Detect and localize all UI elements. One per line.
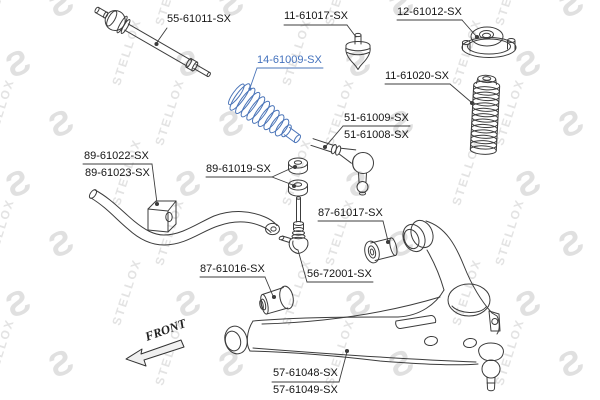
strut-mount-drawing bbox=[461, 26, 517, 58]
label-arm-front-bushing: 87-61016-SX bbox=[200, 263, 265, 275]
front-direction-arrow: FRONT bbox=[125, 316, 189, 367]
label-link-bushings: 89-61019-SX bbox=[206, 163, 271, 175]
control-arm-drawing bbox=[224, 219, 504, 392]
stabilizer-bushing-drawing bbox=[147, 200, 177, 233]
label-control-arm-b: 57-61049-SX bbox=[273, 384, 338, 396]
front-arrow-label: FRONT bbox=[142, 316, 189, 344]
label-tie-rod-end-b: 51-61008-SX bbox=[344, 129, 409, 141]
label-stabilizer-bushing-a: 89-61022-SX bbox=[84, 150, 149, 162]
label-shock-dust-boot: 11-61020-SX bbox=[385, 70, 450, 82]
label-control-arm-a: 57-61048-SX bbox=[273, 367, 338, 379]
label-arm-rear-bushing: 87-61017-SX bbox=[318, 207, 383, 219]
stabilizer-link-drawing bbox=[278, 196, 309, 254]
steering-rack-boot-drawing bbox=[228, 83, 302, 144]
leader-lines bbox=[82, 19, 480, 383]
bump-stop-drawing bbox=[345, 32, 371, 70]
label-tie-rod-end-a: 51-61009-SX bbox=[344, 112, 409, 124]
arm-front-bushing-drawing bbox=[259, 285, 294, 315]
label-inner-tie-rod: 55-61011-SX bbox=[167, 13, 232, 25]
tie-rod-end-drawing bbox=[310, 138, 374, 196]
shock-dust-boot-drawing bbox=[469, 74, 501, 155]
inner-tie-rod-drawing bbox=[94, 6, 211, 78]
label-stabilizer-link: 56-72001-SX bbox=[307, 268, 372, 280]
label-bump-stop: 11-61017-SX bbox=[284, 10, 349, 22]
link-bushings-drawing bbox=[288, 157, 308, 197]
label-steering-rack-boot[interactable]: 14-61009-SX bbox=[257, 54, 322, 66]
stabilizer-bar-drawing bbox=[88, 189, 280, 246]
label-strut-mount: 12-61012-SX bbox=[397, 6, 462, 18]
label-stabilizer-bushing-b: 89-61023-SX bbox=[85, 167, 150, 179]
arm-rear-bushing-drawing bbox=[364, 237, 398, 264]
